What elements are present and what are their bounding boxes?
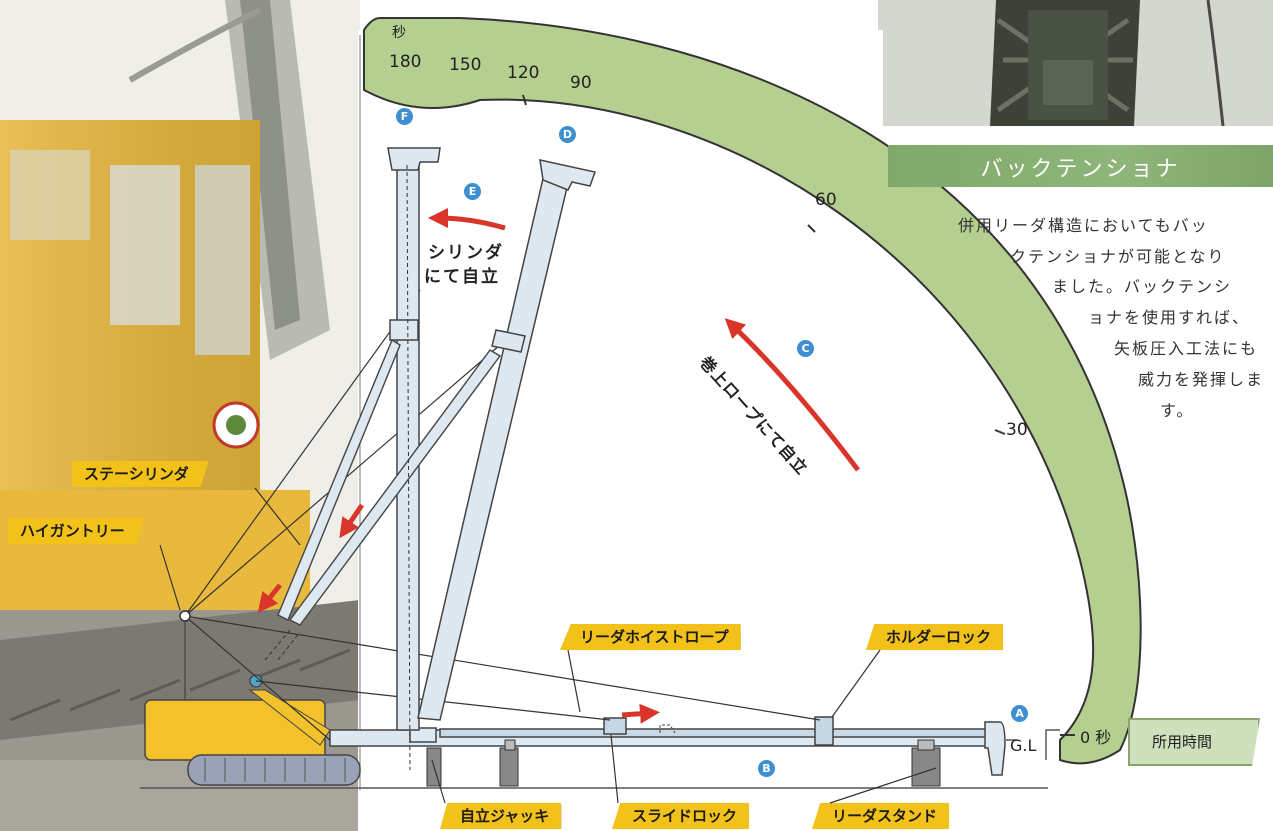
motion-arrows — [257, 208, 860, 724]
marker-A: A — [1011, 705, 1028, 722]
high-gantry-tag: ハイガントリー — [8, 518, 145, 544]
back-tensioner-title: バックテンショナ — [980, 157, 1181, 182]
slide-lock-tag: スライドロック — [612, 803, 750, 829]
time-unit-label: 秒 — [392, 25, 406, 41]
bt-line-1: 併用リーダ構造においてもバッ — [958, 216, 1209, 235]
leader-horizontal — [329, 716, 1006, 776]
ground-level-label: G.L — [1010, 736, 1037, 755]
stay-cylinders — [277, 338, 502, 626]
self-jack-tag: 自立ジャッキ — [440, 803, 562, 829]
bt-line-3: ました。バックテンシ — [1052, 277, 1233, 296]
tick-label: 30 — [1006, 420, 1028, 440]
tick-label: 180 — [389, 52, 422, 72]
bt-line-6: 威力を発揮しま — [1138, 370, 1265, 389]
cylinder-stand-text-1: シリンダ — [428, 243, 504, 263]
tick-label: 120 — [507, 63, 540, 83]
zero-time-label: 0 秒 — [1080, 728, 1112, 747]
bt-line-4: ョナを使用すれば、 — [1088, 308, 1251, 327]
gantry-pivot — [179, 610, 191, 622]
cylinder-stand-text-2: にて自立 — [424, 267, 500, 287]
bt-line-2: クテンショナが可能となり — [1010, 247, 1226, 266]
leader-hoist-rope-tag: リーダホイストロープ — [560, 624, 741, 650]
tick-label: 90 — [570, 73, 592, 93]
dashed-guides — [264, 164, 411, 771]
marker-F: F — [396, 108, 413, 125]
back-tensioner-header: バックテンショナ — [888, 145, 1273, 187]
time-arc-band — [363, 17, 1142, 765]
marker-B: B — [758, 760, 775, 777]
time-ticks — [522, 94, 1075, 736]
marker-C: C — [797, 340, 814, 357]
tick-label: 60 — [815, 190, 837, 210]
bt-line-5: 矢板圧入工法にも — [1114, 339, 1259, 358]
required-time-label: 所用時間 — [1152, 733, 1213, 751]
base-machine — [144, 615, 361, 786]
leader-inclined-D — [417, 159, 596, 721]
stay-cylinder-tag: ステーシリンダ — [72, 461, 209, 487]
tensioner-photo — [878, 0, 1273, 126]
bt-line-7: す。 — [1160, 401, 1195, 420]
marker-E: E — [464, 183, 481, 200]
required-time-tag: 所用時間 — [1128, 718, 1260, 766]
leader-stand-tag: リーダスタンド — [812, 803, 950, 829]
tick-label: 150 — [449, 55, 482, 75]
marker-D: D — [559, 126, 576, 143]
holder-lock-tag: ホルダーロック — [866, 624, 1004, 650]
